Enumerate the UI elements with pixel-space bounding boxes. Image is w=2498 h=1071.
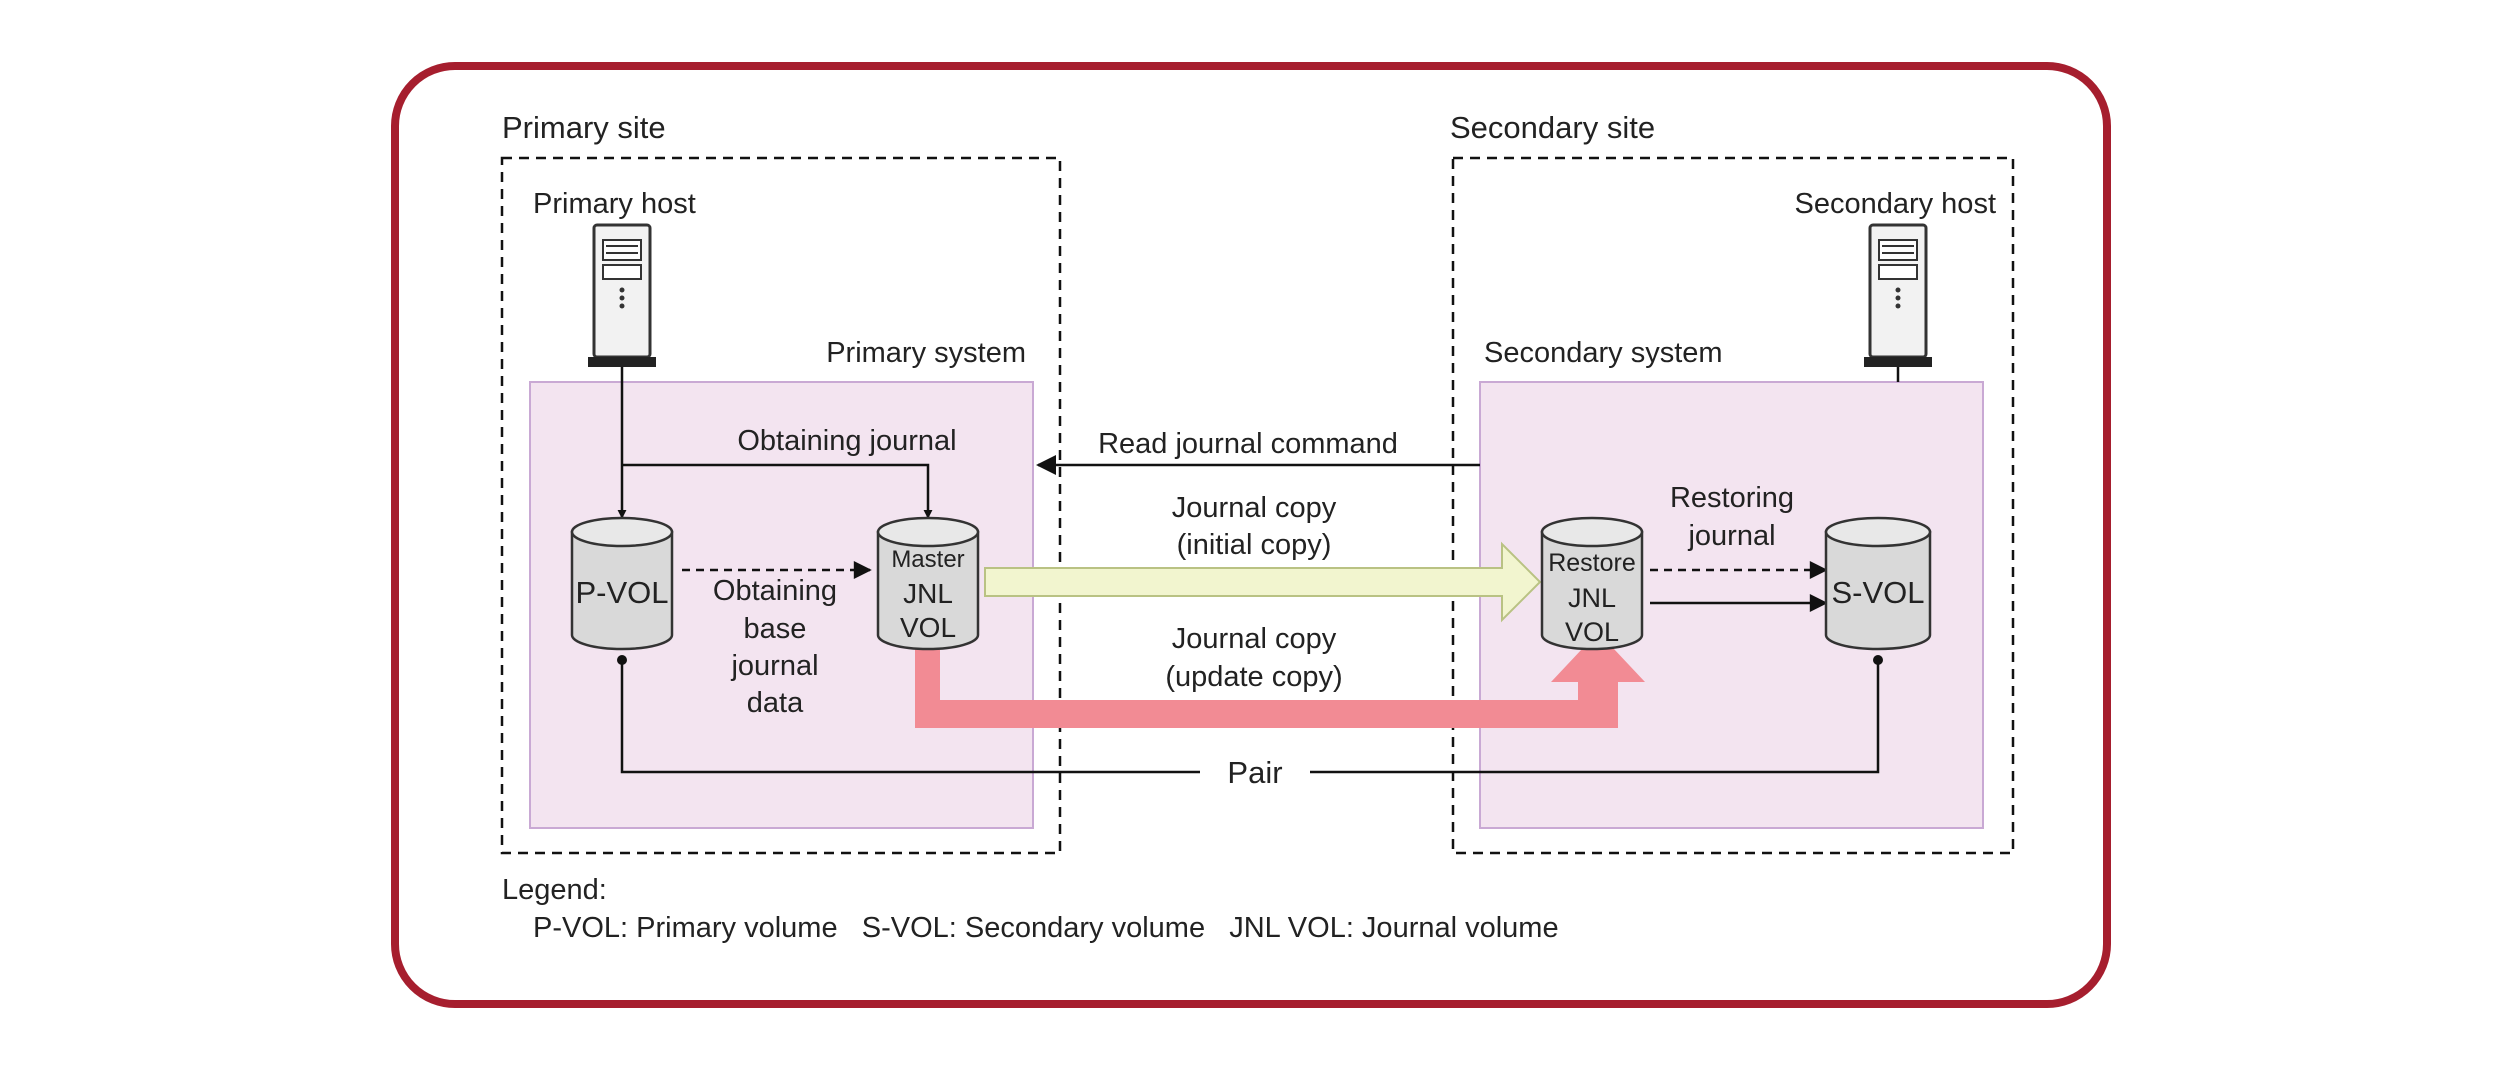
- journal-copy-initial-label-2: (initial copy): [1177, 529, 1332, 561]
- pair-line-left: [620, 660, 1200, 774]
- journal-copy-initial-label-1: Journal copy: [1172, 492, 1337, 524]
- legend-items: P-VOL: Primary volume S-VOL: Secondary v…: [533, 912, 1559, 944]
- secondary-site-box: [1451, 156, 2015, 855]
- pair-line-right: [1310, 660, 1880, 774]
- secondary-host-server-icon: [1864, 223, 1932, 367]
- outer-frame: [391, 62, 2111, 1008]
- svol-label: S-VOL: [1831, 575, 1924, 610]
- restore-jnl-label-1: Restore: [1548, 549, 1636, 577]
- svol-cylinder: [1824, 516, 1932, 651]
- read-journal-command-label: Read journal command: [1098, 428, 1398, 460]
- master-jnl-label-3: VOL: [900, 612, 956, 643]
- master-jnl-label-1: Master: [891, 546, 964, 573]
- pair-label: Pair: [1227, 755, 1282, 790]
- journal-copy-update-label-1: Journal copy: [1172, 623, 1337, 655]
- secondary-site-label: Secondary site: [1450, 110, 1655, 145]
- pvol-label: P-VOL: [575, 575, 668, 610]
- obtaining-base-label-2: base: [744, 613, 807, 645]
- master-jnl-vol-cylinder: [876, 516, 980, 651]
- restore-jnl-label-3: VOL: [1565, 617, 1619, 647]
- restore-jnl-vol-cylinder: [1540, 516, 1644, 651]
- secondary-system-label: Secondary system: [1484, 337, 1723, 369]
- update-copy-arrow: [915, 632, 1645, 728]
- restoring-journal-label-2: journal: [1687, 520, 1775, 552]
- primary-host-server-icon: [588, 223, 656, 367]
- initial-copy-arrow: [984, 541, 1542, 623]
- obtaining-base-label-3: journal: [730, 650, 818, 682]
- pvol-cylinder: [570, 516, 674, 651]
- secondary-host-label: Secondary host: [1794, 188, 1996, 220]
- obtaining-journal-line: [622, 463, 933, 519]
- journal-copy-update-label-2: (update copy): [1165, 661, 1342, 693]
- master-jnl-label-2: JNL: [903, 578, 953, 609]
- primary-host-label: Primary host: [533, 188, 696, 220]
- obtaining-base-label-1: Obtaining: [713, 575, 837, 607]
- primary-system-label: Primary system: [826, 337, 1026, 369]
- primary-site-label: Primary site: [502, 110, 666, 145]
- legend-title: Legend:: [502, 874, 607, 906]
- restore-jnl-label-2: JNL: [1568, 583, 1616, 613]
- obtaining-base-label-4: data: [747, 687, 804, 719]
- restoring-journal-label-1: Restoring: [1670, 482, 1794, 514]
- obtaining-journal-label: Obtaining journal: [737, 425, 956, 457]
- primary-site-box: [500, 156, 1062, 855]
